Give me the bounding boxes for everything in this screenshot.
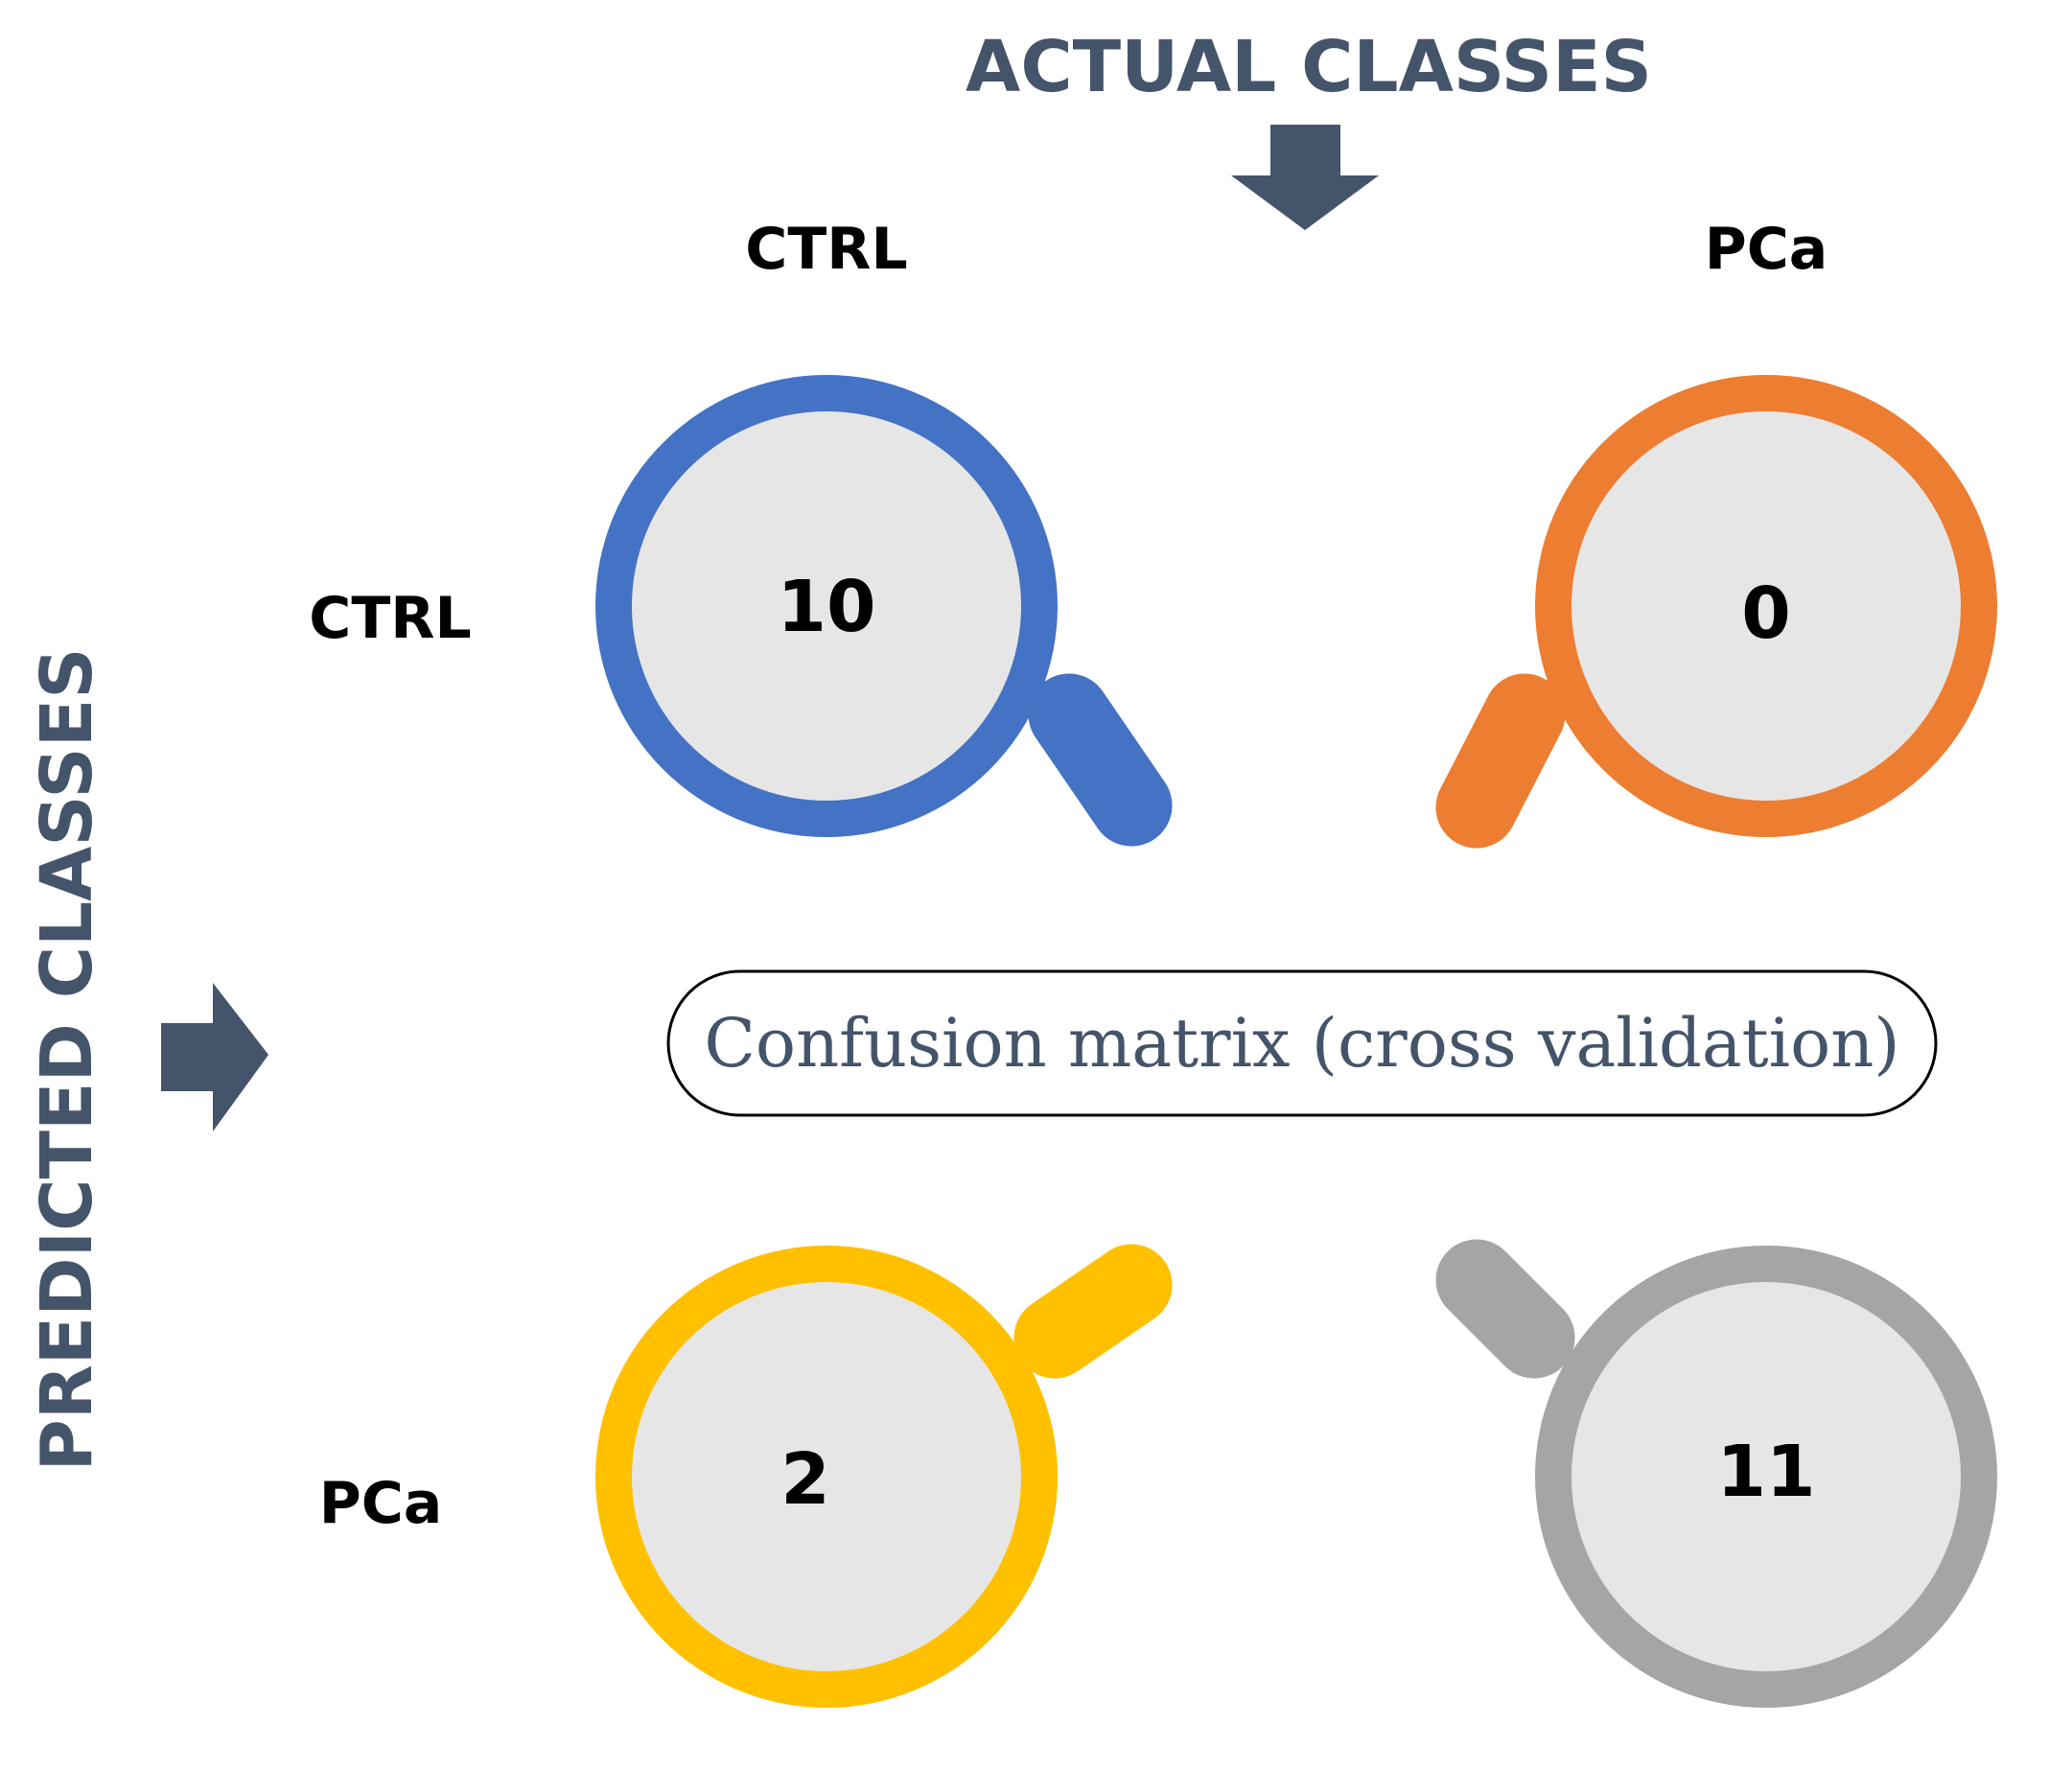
caption-box: Confusion matrix (cross validation) [666, 969, 1938, 1117]
cell-inner-disc [1571, 1282, 1961, 1671]
matrix-cell-pca-ctrl: 2 [595, 1244, 1173, 1708]
cell-handle [1435, 1239, 1575, 1379]
actual-class-label-ctrl: CTRL [745, 216, 907, 283]
cell-count: 10 [778, 566, 876, 648]
predicted-classes-title: PREDICTED CLASSES [26, 647, 108, 1471]
predicted-class-label-pca: PCa [319, 1470, 443, 1537]
cell-inner-disc [632, 1282, 1021, 1671]
right-arrow-icon [161, 983, 268, 1131]
matrix-cell-pca-pca: 11 [1435, 1239, 1997, 1708]
cell-handle [1013, 1244, 1173, 1379]
cell-inner-disc [1571, 411, 1961, 801]
cell-count: 0 [1741, 572, 1791, 655]
down-arrow-icon [1231, 125, 1379, 230]
cell-inner-disc [632, 411, 1021, 801]
cell-handle [1028, 673, 1173, 847]
predicted-class-label-ctrl: CTRL [309, 585, 471, 652]
cell-count: 11 [1717, 1431, 1816, 1513]
matrix-cell-ctrl-pca: 0 [1435, 375, 1997, 849]
matrix-cell-ctrl-ctrl: 10 [595, 375, 1173, 847]
cell-count: 2 [780, 1438, 830, 1521]
cell-handle [1435, 673, 1566, 849]
actual-class-label-pca: PCa [1705, 216, 1828, 283]
actual-classes-title: ACTUAL CLASSES [966, 26, 1652, 108]
caption-pill [666, 969, 1938, 1117]
caption-text: Confusion matrix (cross validation) [704, 1004, 1899, 1083]
